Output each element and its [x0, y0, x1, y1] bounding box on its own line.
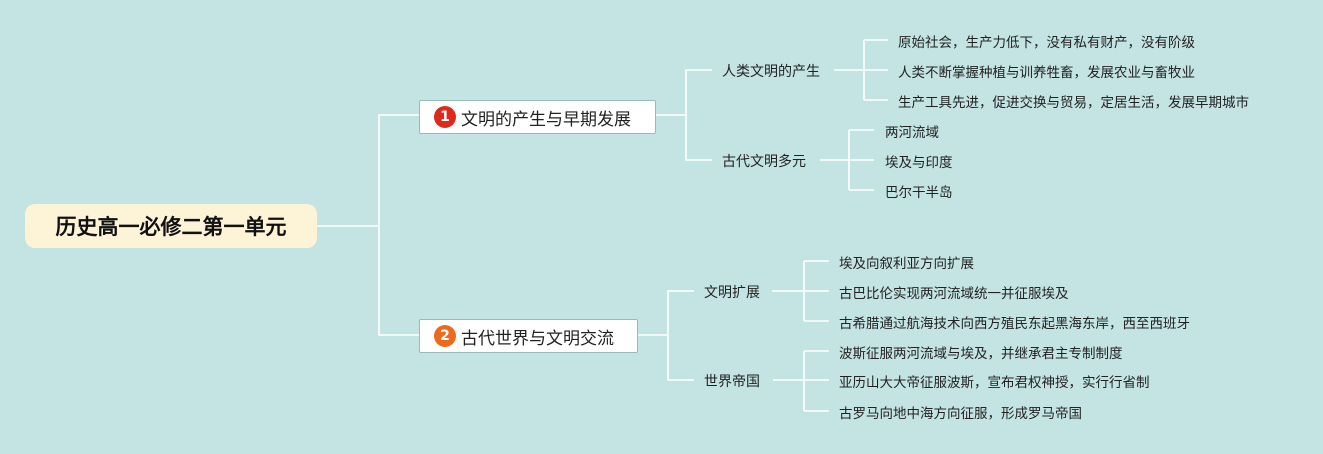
- number-badge-icon: 1: [434, 106, 456, 128]
- connector-sub3-leaves: [772, 260, 829, 322]
- branch-label: 文明的产生与早期发展: [461, 109, 631, 130]
- leaf-topic[interactable]: 生产工具先进，促进交换与贸易，定居生活，发展早期城市: [898, 95, 1249, 111]
- root-topic[interactable]: 历史高一必修二第一单元: [25, 204, 317, 248]
- leaf-topic[interactable]: 人类不断掌握种植与训养牲畜，发展农业与畜牧业: [898, 65, 1195, 81]
- connector-sub2-leaves: [820, 129, 874, 191]
- branch-label: 古代世界与文明交流: [461, 328, 614, 349]
- connector-branch1-sub1: [656, 69, 712, 116]
- subtopic-world-empires[interactable]: 世界帝国: [704, 374, 760, 390]
- branch-topic-1[interactable]: 1 文明的产生与早期发展: [419, 100, 656, 134]
- root-title: 历史高一必修二第一单元: [55, 215, 287, 239]
- subtopic-human-civilization[interactable]: 人类文明的产生: [722, 64, 820, 80]
- leaf-topic[interactable]: 原始社会，生产力低下，没有私有财产，没有阶级: [898, 35, 1195, 51]
- subtopic-ancient-civilizations[interactable]: 古代文明多元: [722, 154, 806, 170]
- connector-branch1-sub2: [685, 115, 712, 161]
- connector-root-branch2: [378, 226, 419, 336]
- leaf-topic[interactable]: 亚历山大大帝征服波斯，宣布君权神授，实行行省制: [839, 375, 1150, 391]
- number-badge-icon: 2: [434, 325, 456, 347]
- leaf-topic[interactable]: 古希腊通过航海技术向西方殖民东起黑海东岸，西至西班牙: [839, 316, 1190, 332]
- leaf-topic[interactable]: 古巴比伦实现两河流域统一并征服埃及: [839, 286, 1069, 302]
- leaf-topic[interactable]: 古罗马向地中海方向征服，形成罗马帝国: [839, 406, 1082, 422]
- branch-topic-2[interactable]: 2 古代世界与文明交流: [419, 319, 638, 353]
- leaf-topic[interactable]: 巴尔干半岛: [885, 185, 953, 201]
- leaf-topic[interactable]: 埃及与印度: [885, 155, 953, 171]
- leaf-topic[interactable]: 波斯征服两河流域与埃及，并继承君主专制制度: [839, 346, 1123, 362]
- connector-branch2-sub2: [667, 335, 694, 381]
- leaf-topic[interactable]: 两河流域: [885, 125, 939, 141]
- connector-branch2-sub1: [638, 290, 694, 336]
- leaf-topic[interactable]: 埃及向叙利亚方向扩展: [839, 256, 974, 272]
- connector-sub1-leaves: [834, 39, 888, 101]
- connector-root-branch1: [317, 114, 419, 227]
- subtopic-civilization-expansion[interactable]: 文明扩展: [704, 285, 760, 301]
- connector-sub4-leaves: [773, 350, 829, 412]
